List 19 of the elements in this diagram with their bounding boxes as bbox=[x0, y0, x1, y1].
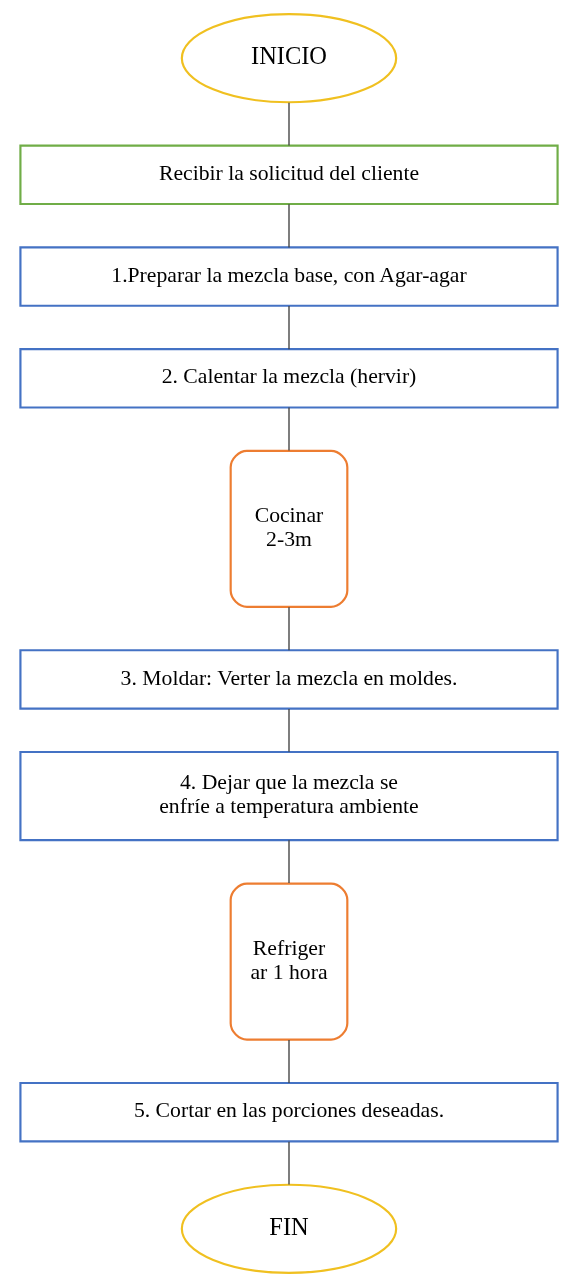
node-box: 5. Cortar en las porciones deseadas. bbox=[19, 1081, 559, 1143]
connector bbox=[288, 1141, 290, 1186]
node-box: 4. Dejar que la mezcla se enfríe a temperatura ambiente bbox=[19, 750, 559, 842]
node-box: Recibir la solicitud del cliente bbox=[19, 144, 559, 206]
node-ellipse: FIN bbox=[180, 1183, 398, 1274]
connector bbox=[288, 101, 290, 147]
connector bbox=[288, 406, 290, 452]
node-box: 2. Calentar la mezcla (hervir) bbox=[19, 348, 559, 409]
connector bbox=[288, 839, 290, 884]
node-box: 3. Moldar: Verter la mezcla en moldes. bbox=[19, 649, 559, 710]
connector bbox=[288, 1039, 290, 1084]
connector bbox=[288, 305, 290, 350]
connector bbox=[288, 708, 290, 753]
node-box: 1.Preparar la mezcla base, con Agar-agar bbox=[19, 246, 559, 307]
node-ellipse: INICIO bbox=[180, 13, 398, 104]
connector bbox=[288, 203, 290, 249]
node-box: Cocinar 2-3m bbox=[229, 449, 349, 608]
connector bbox=[288, 606, 290, 651]
node-box: Refriger ar 1 hora bbox=[229, 882, 349, 1041]
